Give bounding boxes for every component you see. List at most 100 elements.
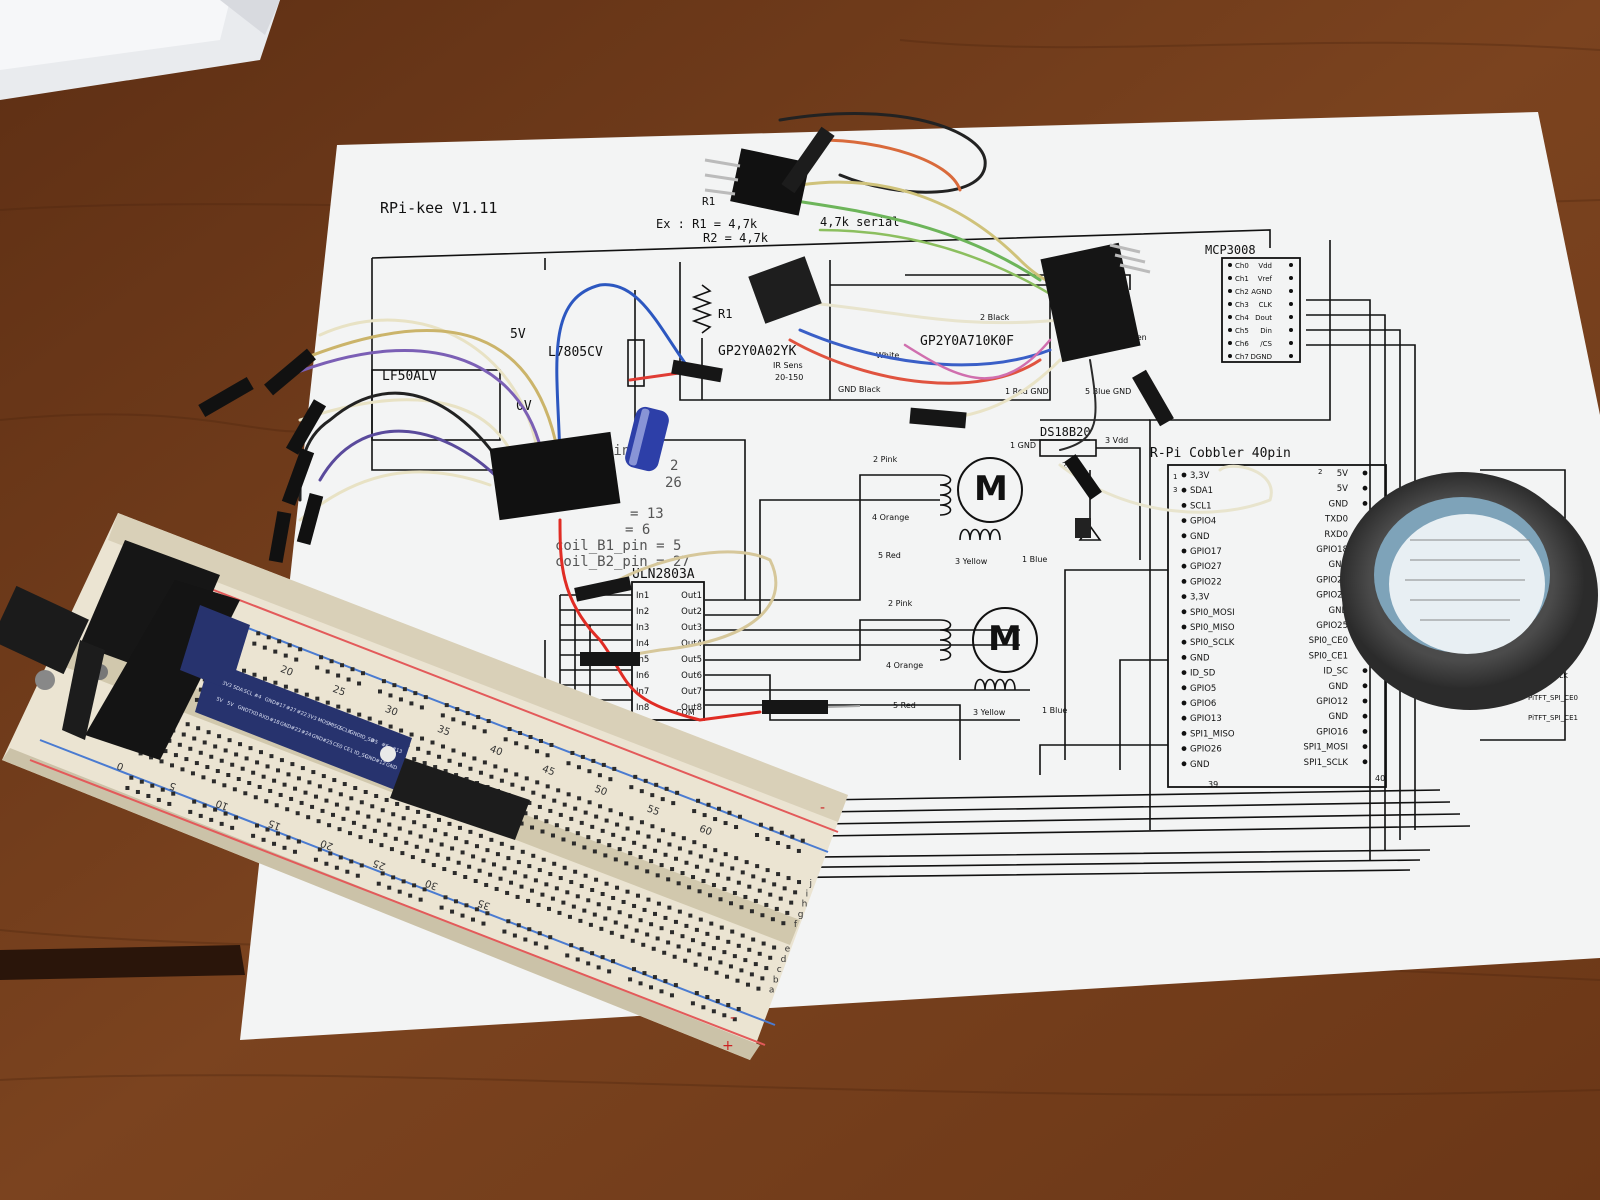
breadboard-hole [206, 730, 211, 735]
breadboard-hole [240, 766, 245, 771]
breadboard-hole [736, 943, 741, 948]
rail-hole [171, 791, 176, 796]
breadboard-hole [578, 918, 583, 923]
breadboard-hole [304, 692, 309, 697]
breadboard-hole [749, 909, 754, 914]
cobbler-pin-dot [1181, 624, 1187, 630]
rail-hole [391, 875, 396, 880]
breadboard-row-letter: j [809, 879, 813, 889]
breadboard-hole [609, 930, 614, 935]
rail-hole [398, 697, 403, 702]
breadboard-hole [395, 801, 400, 806]
breadboard-hole [730, 929, 735, 934]
breadboard-hole [726, 876, 731, 881]
rail-hole [722, 1013, 727, 1018]
breadboard-hole [437, 754, 442, 759]
adc-pin-dot [1228, 289, 1232, 293]
rail-hole [659, 989, 664, 994]
breadboard-hole [718, 897, 723, 902]
cobbler-pin-dot [1181, 518, 1187, 523]
breadboard-hole [550, 833, 555, 838]
adc-right-pin: Vref [1258, 275, 1273, 283]
breadboard-hole [468, 766, 473, 771]
breadboard-hole [709, 858, 714, 863]
adc-pin-dot [1289, 263, 1293, 267]
cobbler-silk-label: GND [279, 721, 292, 731]
rail-hole [587, 769, 592, 774]
breadboard-hole [684, 860, 689, 865]
breadboard-hole [687, 885, 692, 890]
breadboard-hole [541, 794, 546, 799]
breadboard-hole [575, 831, 580, 836]
breadboard-hole [603, 853, 608, 858]
cobbler-left-label: SPI0_SCLK [1190, 638, 1235, 648]
breadboard-hole [367, 716, 372, 721]
rail-hole [518, 731, 523, 736]
rail-hole [597, 773, 602, 778]
breadboard-hole [615, 885, 620, 890]
breadboard-hole [673, 919, 678, 924]
breadboard-hole [211, 779, 216, 784]
breadboard-hole [715, 935, 720, 940]
rail-hole [537, 931, 542, 936]
breadboard-hole [642, 844, 647, 849]
rail-minus-bottom: - [730, 1010, 735, 1026]
driver-output-label: Out1 [681, 591, 702, 601]
breadboard-hole [320, 808, 325, 813]
breadboard-hole [586, 835, 591, 840]
breadboard-hole [583, 810, 588, 815]
breadboard-hole [523, 811, 528, 816]
cobbler-pin-dot [1362, 729, 1368, 734]
rail-hole [251, 833, 256, 838]
rail-hole [664, 786, 669, 791]
breadboard-hole [422, 824, 427, 829]
sensor2-blue: 5 Blue GND [1085, 387, 1131, 396]
cobbler-pcb [195, 660, 412, 790]
breadboard-hole [437, 817, 442, 822]
breadboard-hole [740, 933, 745, 938]
cobbler-right-label: GND [1329, 499, 1349, 509]
adc-left-pin: Ch2 [1235, 288, 1249, 296]
sensor2-white: White [876, 351, 899, 360]
breadboard-hole [531, 790, 536, 795]
breadboard-hole [420, 736, 425, 741]
breadboard-hole [745, 982, 750, 987]
breadboard-hole [701, 942, 706, 947]
breadboard-hole [713, 848, 718, 853]
breadboard-hole [663, 915, 668, 920]
breadboard-number-bottom: 35 [476, 897, 492, 912]
breadboard-hole [242, 668, 247, 673]
rail-hole [596, 965, 601, 970]
rail-hole [440, 713, 445, 718]
breadboard-hole [548, 808, 553, 813]
motor2-symbol: M [988, 619, 1022, 659]
breadboard-hole [544, 819, 549, 824]
breadboard-hole [732, 954, 737, 959]
adc-pin-dot [1228, 328, 1232, 332]
breadboard-hole [600, 891, 605, 896]
breadboard-hole [255, 760, 260, 765]
motor1-red: 5 Red [878, 551, 901, 560]
breadboard-hole [586, 898, 591, 903]
cobbler-left-label: GPIO6 [1190, 699, 1216, 709]
breadboard-hole [694, 864, 699, 869]
rail-hole [359, 863, 364, 868]
breadboard-hole [332, 778, 337, 783]
breadboard-number-bottom: 10 [214, 797, 230, 812]
cobbler-pin-dot [1362, 744, 1368, 749]
rail-hole [315, 665, 320, 670]
breadboard-hole [336, 704, 341, 709]
rail-hole [443, 895, 448, 900]
breadboard-hole [290, 762, 295, 767]
breadboard-hole [590, 888, 595, 893]
connector-pin-right [1132, 369, 1174, 427]
breadboard-hole [393, 836, 398, 841]
breadboard-hole [701, 879, 706, 884]
breadboard-hole [243, 791, 248, 796]
rail-hole [412, 883, 417, 888]
breadboard-hole [341, 816, 346, 821]
rail-hole [471, 917, 475, 922]
rail-hole [516, 923, 521, 928]
